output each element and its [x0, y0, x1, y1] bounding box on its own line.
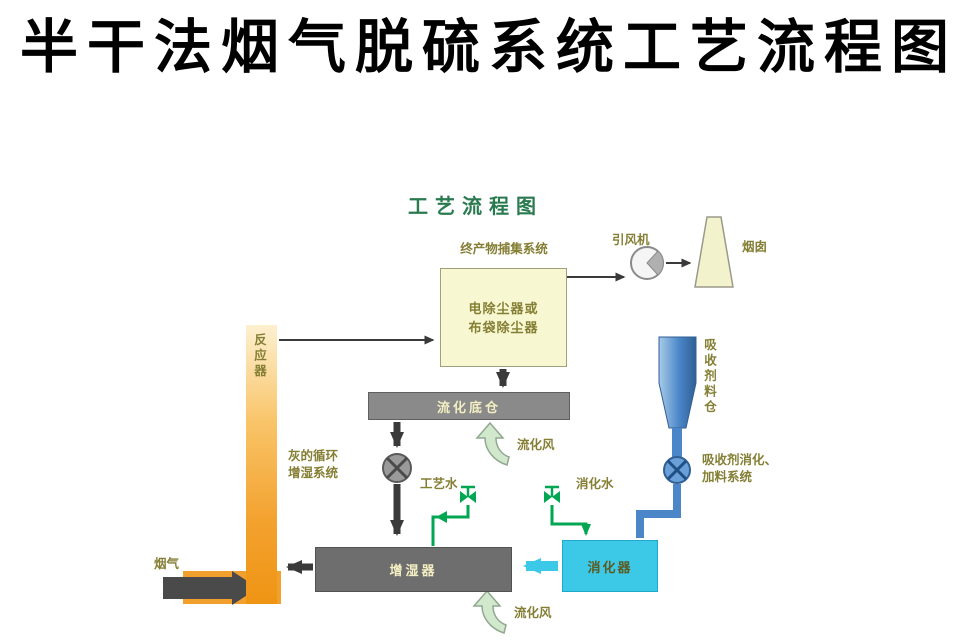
flue-gas-label: 烟气 — [154, 557, 180, 571]
humidifier-box: 增湿器 — [315, 547, 512, 592]
fluidizing-air-arrow-bottom — [472, 589, 507, 634]
ash-rotary-valve-icon — [382, 453, 412, 483]
fluidizing-air-arrow-top — [475, 421, 510, 466]
absorbent-silo-label: 吸收剂料仓 — [702, 338, 716, 416]
digester-label: 消化器 — [587, 559, 633, 575]
absorbent-pipe — [636, 484, 681, 538]
ash-circulation-system-label: 灰的循环 增湿系统 — [288, 449, 339, 480]
reactor-label: 反应器 — [252, 333, 266, 380]
fluidized-bottom-silo-label: 流化底仓 — [436, 399, 501, 415]
fan-label: 引风机 — [612, 233, 650, 247]
absorbent-hopper — [658, 336, 697, 429]
humidifier-label: 增湿器 — [389, 563, 438, 578]
product-capture-system-label: 终产物捕集系统 — [460, 242, 548, 256]
digestion-water-label: 消化水 — [576, 477, 614, 491]
digestion-water-pipe — [550, 505, 591, 536]
fan-icon — [630, 246, 664, 280]
fluidized-bottom-silo-box: 流化底仓 — [368, 392, 570, 420]
diagram-title: 工艺流程图 — [408, 196, 543, 218]
fluidizing-air-top-label: 流化风 — [517, 438, 555, 452]
process-water-label: 工艺水 — [420, 477, 458, 491]
process-water-valve-icon — [460, 485, 476, 503]
fluidizing-air-bottom-label: 流化风 — [514, 606, 552, 620]
digester-box: 消化器 — [562, 540, 658, 592]
chimney-shape — [694, 216, 734, 288]
absorbent-hopper-neck — [672, 428, 682, 458]
process-water-pipe — [431, 505, 470, 546]
dust-collector-box: 电除尘器或 布袋除尘器 — [440, 268, 567, 367]
reactor-column — [246, 325, 277, 604]
absorbent-valve-icon — [663, 456, 691, 484]
chimney-label: 烟囱 — [742, 240, 768, 254]
absorbent-feed-system-label: 吸收剂消化、 加料系统 — [702, 453, 778, 484]
page-title: 半干法烟气脱硫系统工艺流程图 — [20, 15, 959, 80]
dust-collector-label: 电除尘器或 布袋除尘器 — [468, 300, 539, 335]
process-water-flow-arrow — [436, 511, 447, 523]
flue-gas-arrow — [163, 571, 258, 605]
digestion-water-valve-icon — [544, 485, 560, 503]
